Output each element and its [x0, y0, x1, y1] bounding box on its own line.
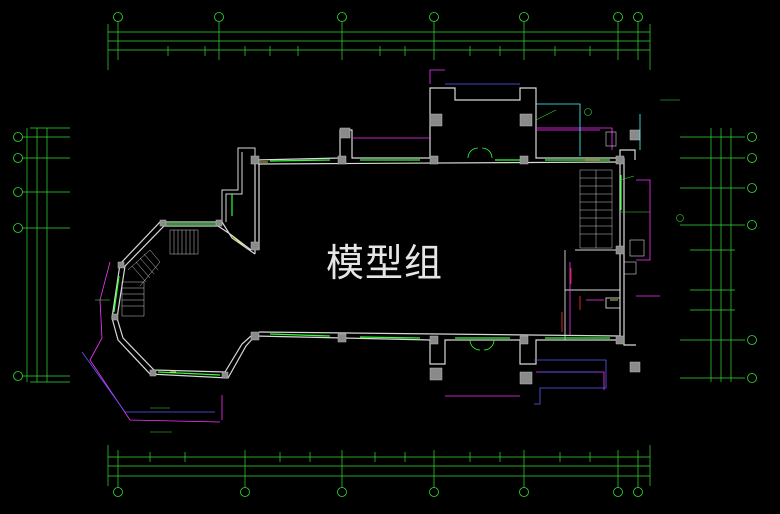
axis-bubble — [13, 371, 23, 381]
axis-bubble — [747, 373, 757, 383]
column — [429, 367, 443, 381]
left-dimension-chains — [20, 127, 70, 383]
axis-bubble — [240, 487, 250, 497]
column — [519, 155, 529, 165]
column — [629, 361, 641, 373]
right-axis-bubbles — [747, 132, 757, 383]
column — [221, 371, 229, 379]
axis-bubble — [613, 487, 623, 497]
axis-bubble — [519, 12, 529, 22]
column — [615, 245, 625, 255]
left-wing-outline-accent — [81, 261, 223, 423]
axis-bubble — [633, 487, 643, 497]
axis-bubble — [747, 132, 757, 142]
column — [615, 335, 625, 345]
windows — [113, 159, 622, 376]
axis-bubble — [633, 12, 643, 22]
accent-lines — [352, 69, 660, 405]
axis-bubble — [13, 223, 23, 233]
bottom-dimension-chains — [107, 445, 651, 488]
axis-bubble — [113, 487, 123, 497]
column — [429, 335, 439, 345]
right-stair-core — [579, 169, 613, 249]
axis-bubble — [519, 487, 529, 497]
column — [149, 369, 157, 377]
fixtures — [584, 108, 684, 275]
axis-bubble — [747, 335, 757, 345]
main-hall-walls — [254, 87, 636, 365]
column — [519, 335, 529, 345]
top-axis-bubbles — [113, 12, 643, 22]
column — [519, 371, 533, 385]
axis-bubble — [747, 220, 757, 230]
watermark: 模型组 — [326, 241, 444, 285]
column — [615, 155, 625, 165]
service-rooms — [564, 249, 621, 340]
windows-yellow — [170, 159, 618, 373]
axis-bubble — [429, 487, 439, 497]
column — [629, 129, 641, 141]
left-stair — [121, 229, 199, 317]
entrance-doors — [467, 147, 495, 351]
column — [250, 155, 260, 165]
right-dimension-chains — [680, 128, 745, 382]
column — [429, 155, 439, 165]
axis-bubble — [214, 12, 224, 22]
axis-bubble — [13, 132, 23, 142]
left-annex — [221, 147, 256, 222]
column — [250, 241, 260, 251]
column — [250, 331, 260, 341]
left-axis-bubbles — [13, 132, 23, 381]
axis-bubble — [747, 183, 757, 193]
column — [159, 219, 167, 227]
top-dimension-chains — [107, 22, 651, 70]
axis-bubble — [429, 12, 439, 22]
column — [337, 155, 347, 165]
axis-bubble — [747, 153, 757, 163]
column — [117, 261, 125, 269]
annotation-leaders — [95, 99, 680, 433]
column — [339, 127, 351, 139]
axis-bubble — [337, 487, 347, 497]
column — [111, 313, 119, 321]
column — [337, 333, 347, 343]
axis-bubble — [337, 12, 347, 22]
column — [429, 113, 443, 127]
bottom-axis-bubbles — [113, 487, 643, 497]
column — [519, 113, 533, 127]
axis-bubble — [13, 153, 23, 163]
axis-bubble — [13, 187, 23, 197]
column — [215, 219, 223, 227]
axis-bubble — [113, 12, 123, 22]
axis-bubble — [613, 12, 623, 22]
